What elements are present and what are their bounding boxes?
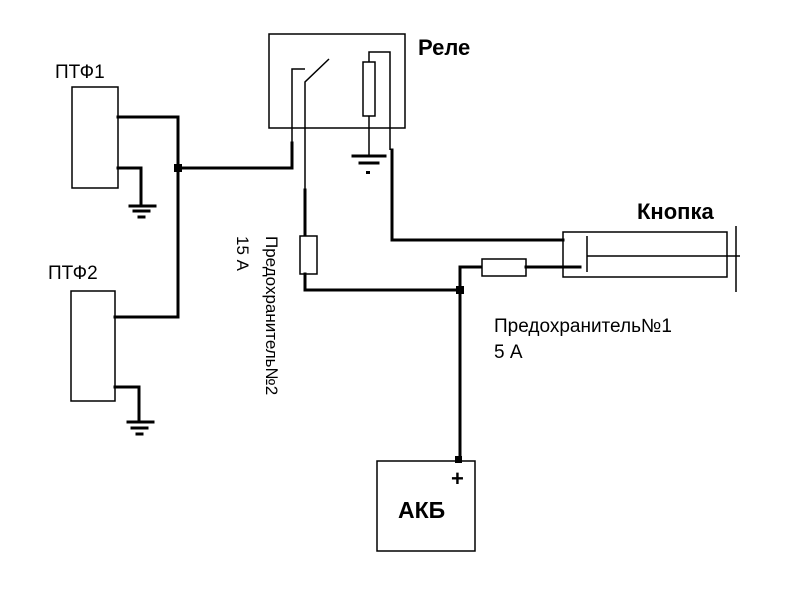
fog-light-2-wire <box>113 166 180 319</box>
relay-switch-icon <box>304 58 330 190</box>
button-body <box>562 231 728 278</box>
fuse-2-rating: 15 А <box>233 236 252 272</box>
fuse-2-wire <box>303 272 462 292</box>
fog-light-2-ground-wire <box>113 385 141 424</box>
fuse-1-rating: 5 А <box>494 342 523 363</box>
battery-label: АКБ <box>398 497 445 523</box>
button-label: Кнопка <box>637 199 714 224</box>
fog-light-1-wire <box>116 115 180 170</box>
fog-light-1-ground-wire <box>116 166 143 208</box>
relay-coil-icon <box>362 61 376 117</box>
fog-light-2: ПТФ2 <box>48 166 180 436</box>
relay: Реле <box>268 33 470 190</box>
relay-output-wire <box>176 141 294 170</box>
battery-polarity: + <box>451 466 464 491</box>
ground-icon <box>351 154 387 174</box>
fog-light-1-body <box>71 86 119 189</box>
fog-light-1-label: ПТФ1 <box>55 62 105 83</box>
battery: + АКБ <box>376 456 476 552</box>
fuse-2-label: Предохранитель№2 <box>262 236 281 395</box>
coil-to-button-wire <box>390 148 565 242</box>
fuse-1-label: Предохранитель№1 <box>494 316 672 337</box>
relay-coil-wire-top <box>368 51 391 150</box>
relay-label: Реле <box>418 35 470 60</box>
relay-body <box>268 33 406 129</box>
fog-light-2-label: ПТФ2 <box>48 263 98 284</box>
fuse-1-feed-wire <box>458 265 484 292</box>
button-switch: Кнопка <box>562 199 740 292</box>
battery-body <box>376 460 476 552</box>
fog-light-2-body <box>70 290 116 402</box>
relay-contact-fixed <box>291 68 305 145</box>
fog-light-1: ПТФ1 <box>55 62 180 219</box>
fuse-1-icon <box>481 258 527 277</box>
fuse-2-icon <box>299 235 318 275</box>
ground-icon <box>126 420 155 436</box>
ground-icon <box>128 204 157 219</box>
battery-terminal <box>455 456 462 463</box>
